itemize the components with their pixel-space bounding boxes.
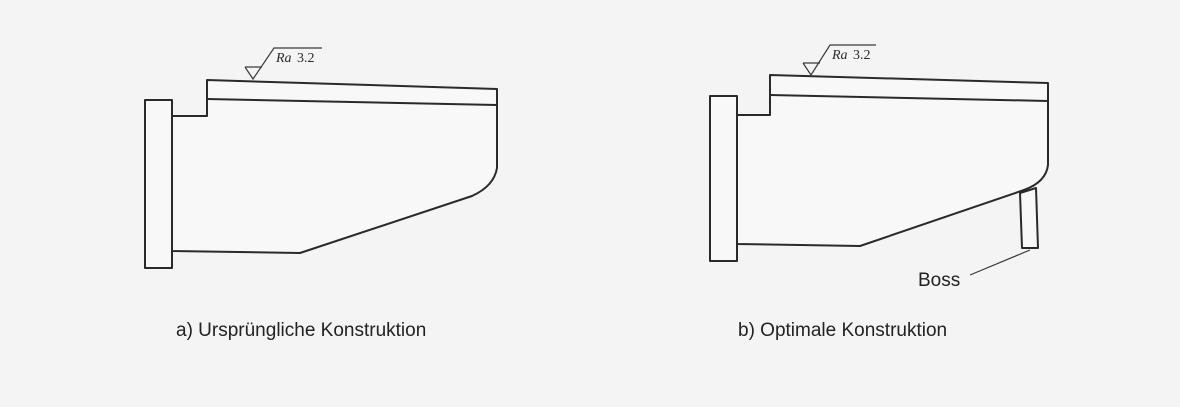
boss-leader-line — [969, 249, 1031, 276]
bracket-body-b — [736, 74, 1049, 247]
bracket-body-a — [171, 79, 498, 254]
diagram-b: Boss Ra 3.2 b) Optimale Konstruktion — [709, 44, 1049, 341]
base-plate-b — [709, 95, 738, 262]
roughness-symbol-b: Ra — [831, 48, 848, 63]
surface-roughness-symbol-a: Ra 3.2 — [244, 47, 322, 81]
caption-a: a) Ursprüngliche Konstruktion — [176, 320, 426, 341]
top-flange-line-a — [206, 98, 498, 106]
base-plate-a — [144, 99, 173, 269]
diagram-a: Ra 3.2 a) Ursprüngliche Konstruktion — [144, 47, 498, 341]
surface-roughness-symbol-b: Ra 3.2 — [802, 44, 876, 77]
roughness-value-a: 3.2 — [297, 51, 315, 66]
boss-label: Boss — [918, 270, 960, 291]
top-flange-line-b — [769, 94, 1049, 102]
caption-b: b) Optimale Konstruktion — [738, 320, 947, 341]
boss — [1019, 187, 1039, 249]
roughness-value-b: 3.2 — [853, 48, 871, 63]
roughness-check-mark-b — [802, 44, 876, 77]
roughness-check-mark-a — [244, 47, 322, 81]
roughness-symbol-a: Ra — [275, 51, 292, 66]
